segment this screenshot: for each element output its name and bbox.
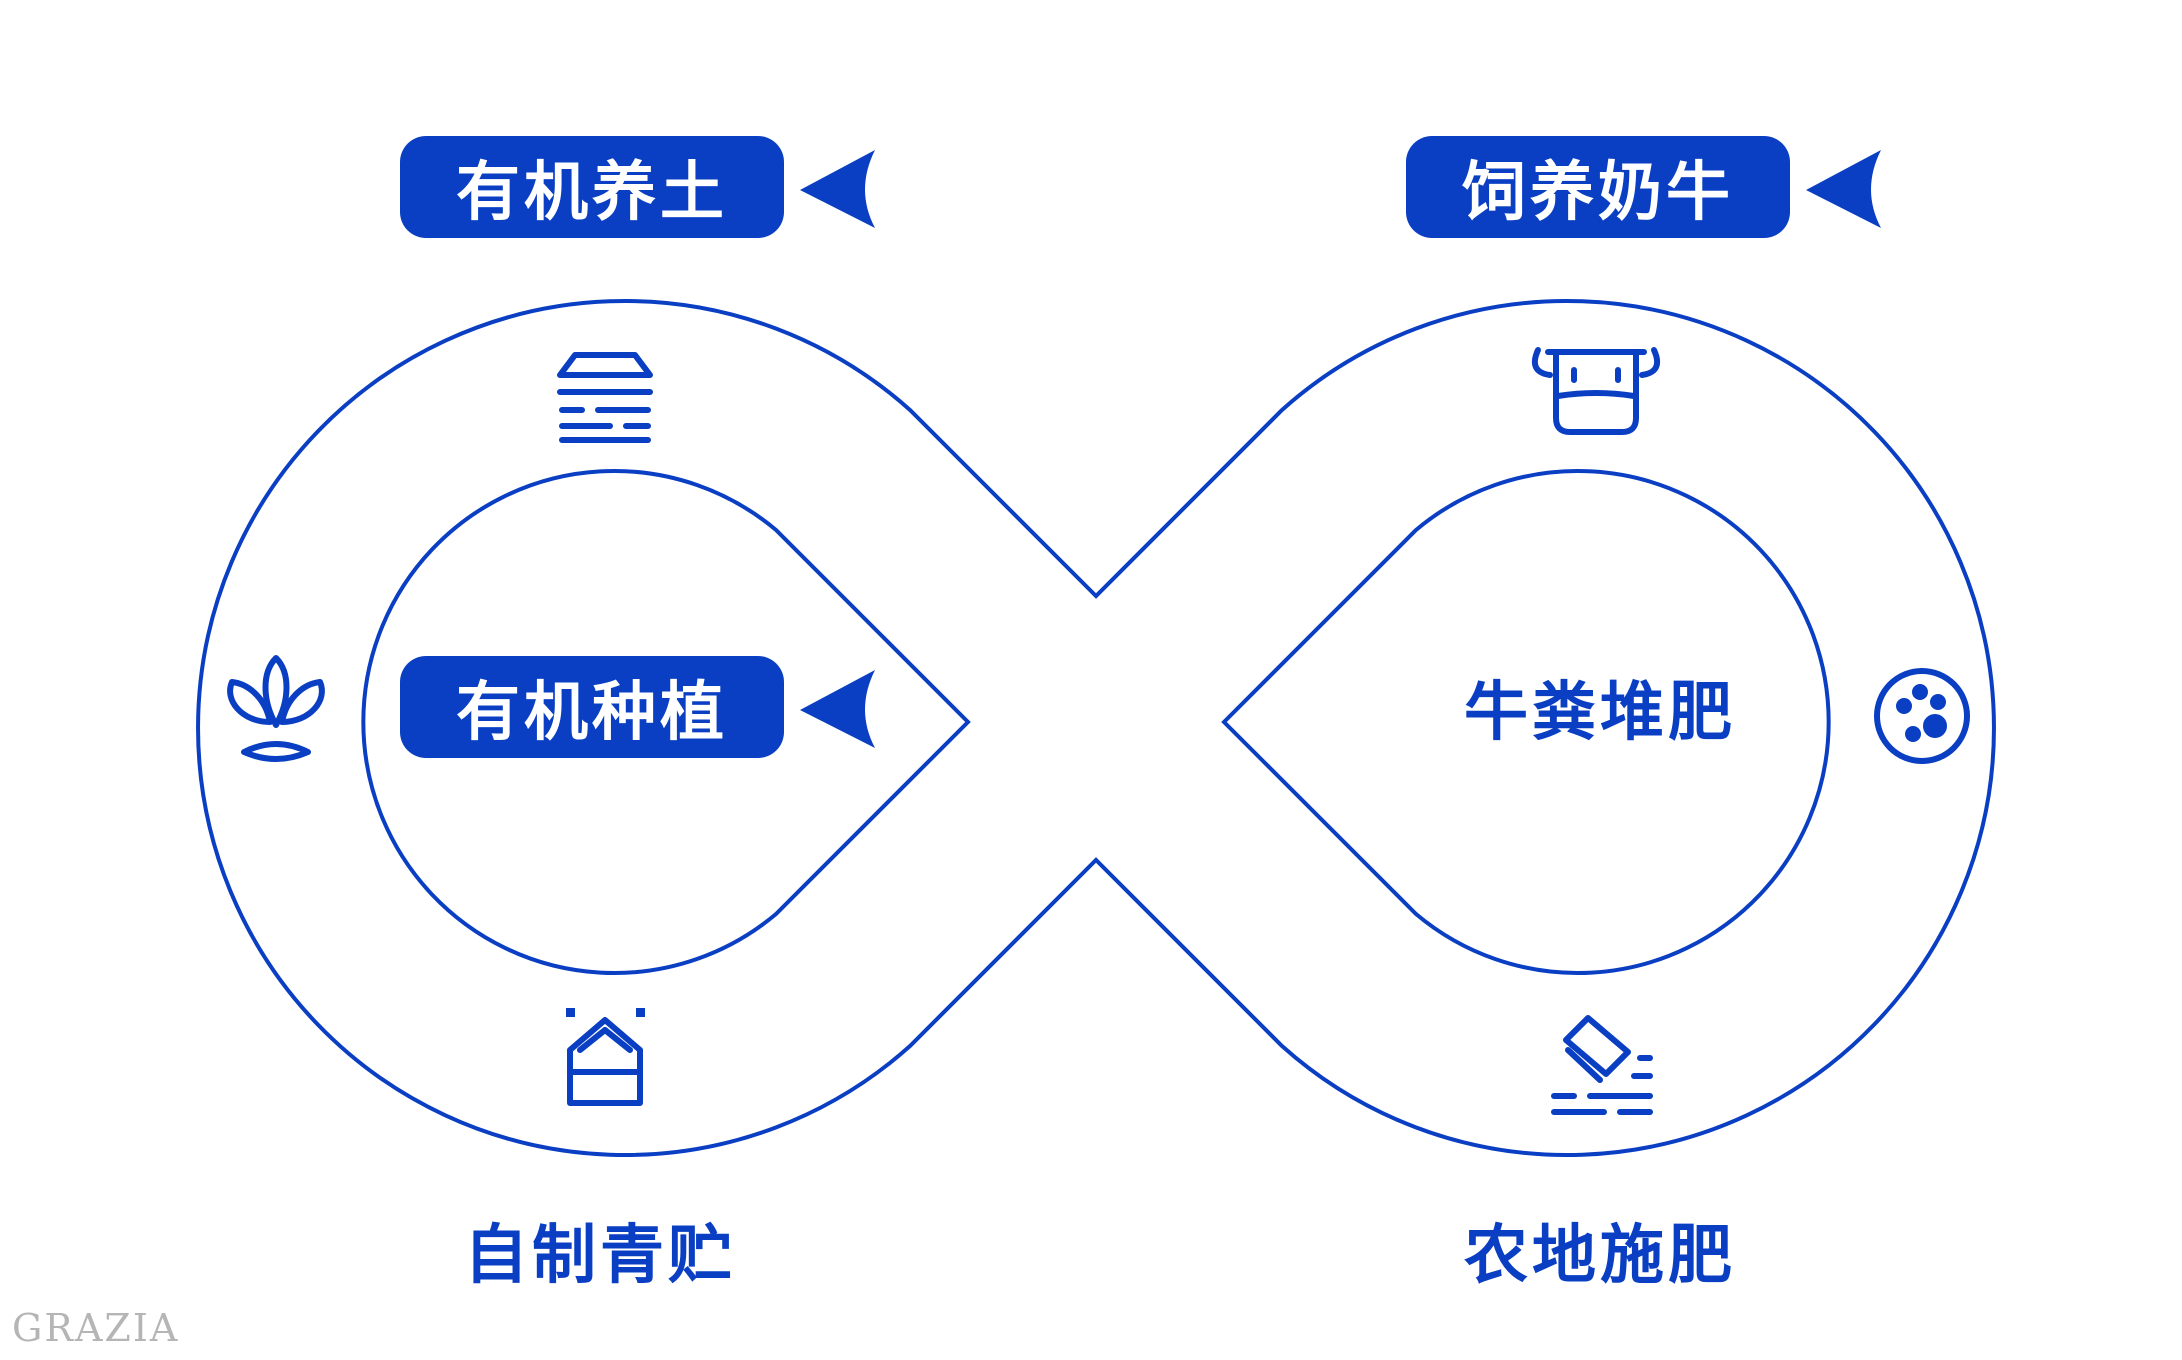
soil-layers-icon: [557, 352, 653, 443]
arrow-soil-icon: [800, 150, 875, 228]
compost-ball-icon: [1874, 668, 1970, 764]
label-organic-planting: 有机种植: [400, 656, 784, 758]
sprout-icon: [227, 655, 325, 762]
cow-face-icon: [1532, 347, 1660, 435]
outer-infinity-loop: [196, 299, 1996, 1157]
label-raise-cattle: 饲养奶牛: [1406, 136, 1790, 238]
silo-box-icon: [566, 1008, 645, 1106]
label-field-fertilize-text: 农地施肥: [1464, 1219, 1736, 1293]
label-field-fertilize: 农地施肥: [1400, 1200, 1800, 1300]
fertilizer-bag-icon: [1551, 1015, 1653, 1115]
inner-right-teardrop: [1221, 469, 1831, 975]
arrow-cattle-icon: [1806, 150, 1881, 228]
inner-left-teardrop: [361, 469, 971, 975]
label-manure-compost: 牛粪堆肥: [1400, 656, 1800, 758]
label-manure-compost-text: 牛粪堆肥: [1464, 676, 1736, 750]
arrow-planting-icon: [800, 670, 875, 748]
label-silage-text: 自制青贮: [464, 1219, 736, 1293]
label-silage: 自制青贮: [400, 1200, 800, 1300]
label-raise-cattle-text: 饲养奶牛: [1462, 156, 1734, 230]
label-organic-soil-text: 有机养土: [456, 156, 728, 230]
watermark-logo: GRAZIA: [12, 1306, 179, 1350]
watermark-text: GRAZIA: [12, 1306, 180, 1350]
label-organic-soil: 有机养土: [400, 136, 784, 238]
label-organic-planting-text: 有机种植: [456, 676, 728, 750]
